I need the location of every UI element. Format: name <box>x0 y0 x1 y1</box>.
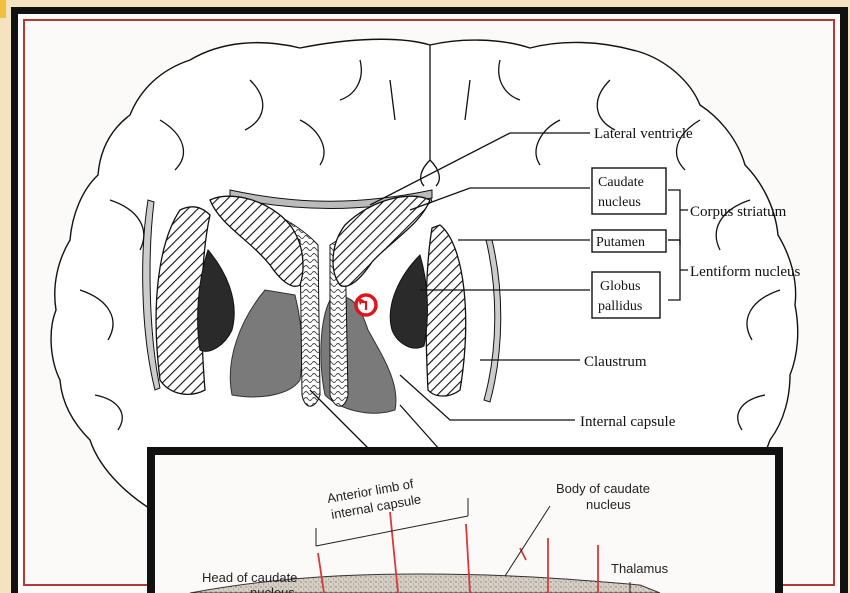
label-caudate-1: Caudate <box>598 175 644 190</box>
label-caudate-2: nucleus <box>598 195 641 210</box>
rotate-cursor-icon[interactable] <box>356 295 376 315</box>
label-lentiform-nucleus: Lentiform nucleus <box>690 264 801 280</box>
label-lateral-ventricle: Lateral ventricle <box>594 126 693 142</box>
corner-accent <box>0 0 6 18</box>
inset-body-caudate-1: Body of caudate <box>556 481 650 496</box>
label-claustrum: Claustrum <box>584 354 647 370</box>
inset-head-caudate-1: Head of caudate <box>202 570 297 585</box>
label-corpus-striatum: Corpus striatum <box>690 204 787 220</box>
label-putamen: Putamen <box>596 235 645 250</box>
label-globus-1: Globus <box>600 279 640 294</box>
label-globus-2: pallidus <box>598 299 642 314</box>
inset-head-caudate-2: nucleus <box>250 585 295 593</box>
label-internal-capsule: Internal capsule <box>580 414 676 430</box>
inset-body-caudate-2: nucleus <box>586 497 631 512</box>
inset-thalamus: Thalamus <box>611 561 669 576</box>
